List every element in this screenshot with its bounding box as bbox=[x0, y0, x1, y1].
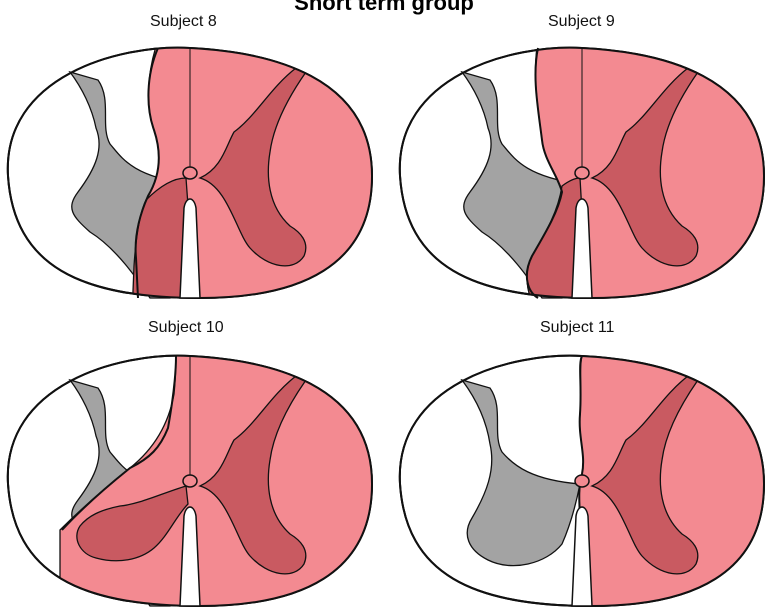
panel-title-subject-8: Subject 8 bbox=[150, 13, 217, 31]
spinal-cord-diagram-subject-9 bbox=[392, 36, 768, 302]
spinal-cord-diagram-subject-10 bbox=[0, 344, 380, 610]
spinal-cord-diagram-subject-11 bbox=[392, 344, 768, 610]
central-canal bbox=[575, 167, 589, 179]
panel-title-subject-10: Subject 10 bbox=[148, 319, 224, 337]
figure-title: Short term group bbox=[0, 0, 768, 15]
ventral-fissure bbox=[180, 507, 200, 606]
ventral-fissure bbox=[572, 199, 592, 298]
central-canal bbox=[183, 167, 197, 179]
central-canal bbox=[575, 475, 589, 487]
ventral-fissure bbox=[572, 507, 592, 606]
ventral-fissure bbox=[180, 199, 200, 298]
spinal-cord-diagram-subject-8 bbox=[0, 36, 380, 302]
panel-title-subject-9: Subject 9 bbox=[548, 13, 615, 31]
central-canal bbox=[183, 475, 197, 487]
panel-title-subject-11: Subject 11 bbox=[540, 319, 614, 337]
